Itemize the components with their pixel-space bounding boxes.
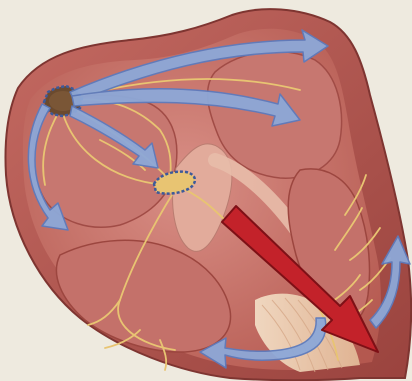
heart-conduction-diagram: [0, 0, 412, 381]
